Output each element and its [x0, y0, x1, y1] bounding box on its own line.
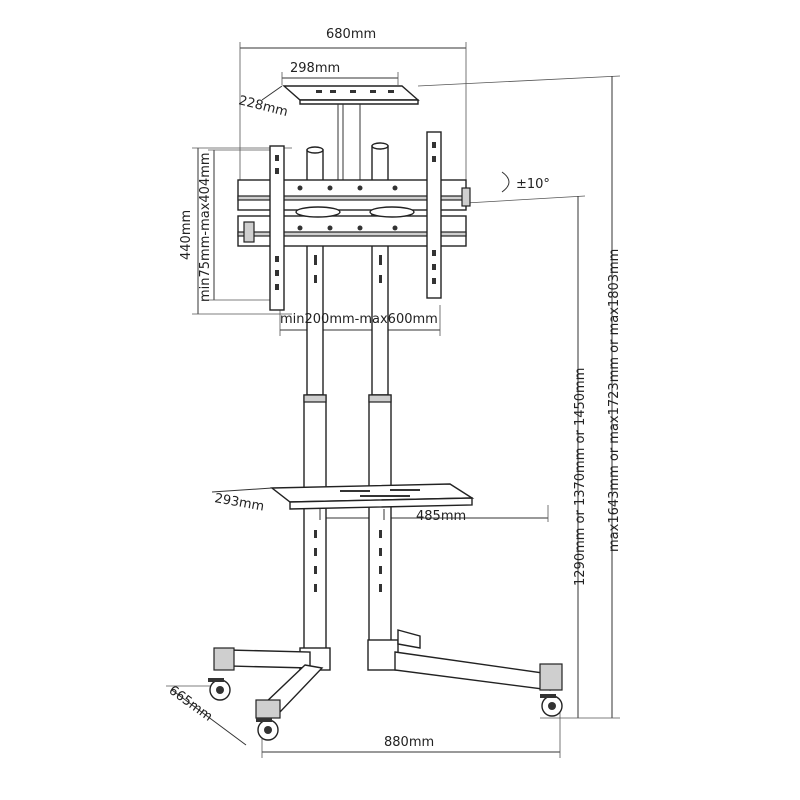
label-vesa-vertical: min75mm-max404mm: [198, 152, 213, 302]
label-base-width: 880mm: [384, 735, 434, 750]
label-base-depth: 665mm: [166, 683, 215, 725]
top-tray: [282, 85, 420, 192]
label-top-tray-width: 298mm: [290, 61, 340, 76]
label-bracket-height: 440mm: [179, 210, 194, 260]
label-vesa-horizontal: min200mm-max600mm: [280, 312, 438, 327]
label-overall-width: 680mm: [326, 27, 376, 42]
base: [208, 629, 563, 741]
label-top-tray-depth: 228mm: [237, 93, 289, 120]
label-max-heights: max1643mm or max1723mm or max1803mm: [607, 249, 622, 552]
label-mount-heights: 1290mm or 1370mm or 1450mm: [573, 368, 588, 586]
tv-bracket: [237, 131, 471, 311]
label-shelf-width: 485mm: [416, 509, 466, 524]
shelf: [270, 483, 475, 520]
label-tilt: ±10°: [516, 177, 550, 192]
label-shelf-depth: 293mm: [213, 491, 265, 514]
